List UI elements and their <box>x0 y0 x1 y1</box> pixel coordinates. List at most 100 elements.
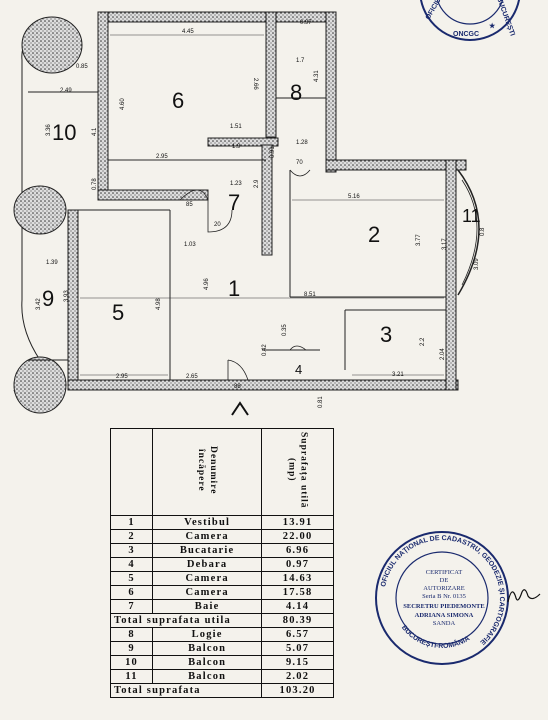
header-suprafata: Suprafața utilă (mp) <box>261 428 334 516</box>
stamp-inner-text: ADRIANA SIMONA <box>415 612 474 619</box>
wall-mid-horizontal <box>97 189 209 201</box>
room-number: 7 <box>228 190 240 215</box>
dimension-label: 2.65 <box>186 374 198 380</box>
room-number: 2 <box>368 222 380 247</box>
star-icon: ★ <box>489 22 496 30</box>
dimension-label: 0.91 <box>270 146 276 158</box>
stamp-text: OFICIUL DE <box>425 0 451 21</box>
signature <box>507 589 541 603</box>
room-number: 11 <box>462 206 481 226</box>
dimension-label: 1.7 <box>296 58 305 64</box>
dimension-label: 2.66 <box>252 78 258 90</box>
stamp-ring-text: BUCUREȘTI-ROMÂNIA <box>400 624 471 650</box>
stamp-inner-text: SANDA <box>433 620 456 627</box>
wall-divider-6-8 <box>265 11 277 138</box>
dimension-label: 2.04 <box>440 348 446 360</box>
room-number: 4 <box>295 362 302 377</box>
dimension-label: 0.81 <box>318 396 324 408</box>
svg-text:BUCUREȘTI-ROMÂNIA: BUCUREȘTI-ROMÂNIA <box>400 624 471 650</box>
dimension-label: 2.2 <box>420 337 426 346</box>
oncgc-stamp: OFICIUL DE BUCUREȘTI ONCGC ★ <box>420 0 520 41</box>
dimension-label: 0.97 <box>300 20 312 26</box>
wall-right-room <box>445 159 457 391</box>
wall-bottom <box>67 379 459 391</box>
dimension-label: 2.9 <box>254 179 260 188</box>
dimension-label: 1.39 <box>46 260 58 266</box>
room-number: 6 <box>172 88 184 113</box>
wall-bath-right <box>261 144 273 256</box>
dimension-label: 2.49 <box>60 88 72 94</box>
dimension-label: 4.96 <box>204 278 210 290</box>
dimension-label: 1.03 <box>184 242 196 248</box>
room-number: 5 <box>112 300 124 325</box>
dimension-label: 20 <box>214 222 221 228</box>
dimension-label: 8.51 <box>304 292 316 298</box>
entrance-arrow <box>231 401 249 416</box>
room-number: 10 <box>52 120 76 145</box>
dimension-label: 88 <box>234 384 241 390</box>
room-number: 8 <box>290 80 302 105</box>
dimension-label: 85 <box>186 202 193 208</box>
dimension-label: 3.77 <box>416 234 422 246</box>
wall-left-top <box>97 11 109 193</box>
wall-room2-top <box>325 159 467 171</box>
dimension-label: 3.17 <box>442 238 448 250</box>
dimension-label: 4.45 <box>182 29 194 35</box>
dimension-label: 3.09 <box>474 258 480 270</box>
area-table: Denumire încăpere Suprafața utilă (mp) 1… <box>109 428 334 718</box>
dimension-label: 0.85 <box>76 64 88 70</box>
dimension-label: 4.1 <box>92 127 98 136</box>
header-denumire: Denumire încăpere <box>152 428 263 516</box>
dimension-label: 0.78 <box>92 178 98 190</box>
dimension-label: 1.51 <box>230 124 242 130</box>
balcony-corner-top <box>21 16 83 74</box>
wall-bath-top <box>207 137 279 147</box>
dimension-label: 3.21 <box>392 372 404 378</box>
room-number: 9 <box>42 286 54 311</box>
wall-right-8 <box>325 11 337 173</box>
dimension-label: 3.93 <box>64 290 70 302</box>
dimension-label: 4.31 <box>314 70 320 82</box>
stamp-inner-text: SECRETRU PIEDEMONTE <box>403 603 484 610</box>
cadastru-stamp: OFICIUL NAȚIONAL DE CADASTRU, GEODEZIE Ș… <box>375 531 509 665</box>
dimension-label: 1.28 <box>296 140 308 146</box>
dimension-label: 0.42 <box>262 344 268 356</box>
dimension-label: 3.42 <box>36 298 42 310</box>
dimension-label: 4.98 <box>156 298 162 310</box>
stamp-inner-text: CERTIFICAT <box>426 569 462 576</box>
header-nr <box>109 428 154 516</box>
balcony-11-outline <box>457 169 480 296</box>
dimension-label: 1.23 <box>230 181 242 187</box>
room-number: 1 <box>228 276 240 301</box>
room-number: 3 <box>380 322 392 347</box>
stamp-text: ONCGC <box>453 31 479 38</box>
balcony-corner-middle <box>13 185 67 235</box>
dimension-label: 5.16 <box>348 194 360 200</box>
stamp-inner-text: AUTORIZARE <box>423 585 464 592</box>
stamp-inner-text: DE <box>440 577 449 584</box>
dimension-label: 1.9 <box>232 144 241 150</box>
dimension-label: 2.95 <box>156 154 168 160</box>
floor-plan: 1 2 3 4 5 6 7 8 9 10 11 4.45 0.97 1.7 0.… <box>13 11 486 416</box>
stamp-inner-text: Seria B Nr. 0135 <box>422 593 466 600</box>
dimension-label: 70 <box>296 160 303 166</box>
dimension-label: 4.60 <box>120 98 126 110</box>
dimension-label: 0.35 <box>282 324 288 336</box>
dimension-label: 0.8 <box>480 227 486 236</box>
dimension-label: 3.36 <box>46 124 52 136</box>
balcony-corner-bottom <box>13 356 67 414</box>
dimension-label: 2.95 <box>116 374 128 380</box>
